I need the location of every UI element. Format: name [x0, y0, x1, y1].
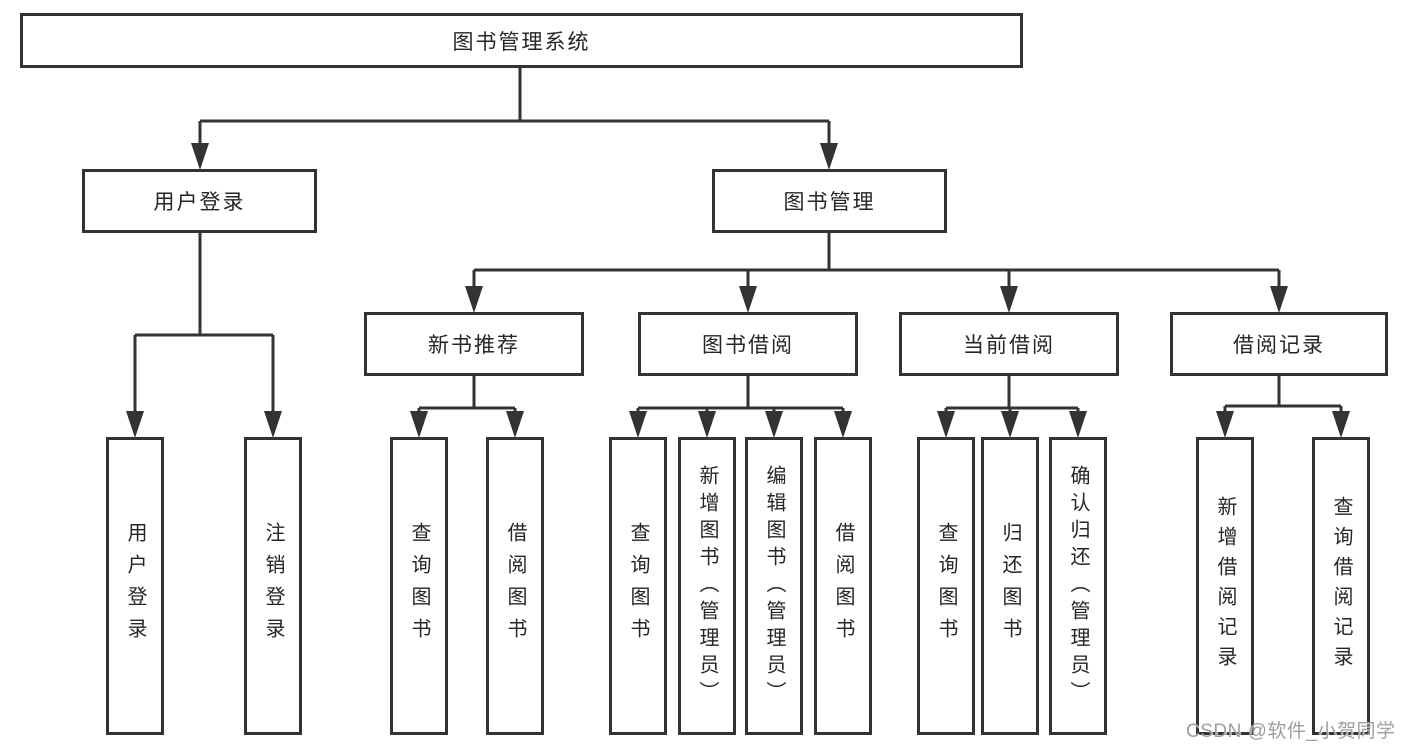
leaf-borrow-borrow-book: 借阅图书	[814, 437, 872, 735]
leaf-logout: 注销登录	[244, 437, 302, 735]
leaf-newrec-borrow-book: 借阅图书	[486, 437, 544, 735]
leaf-user-login: 用户登录	[106, 437, 164, 735]
connector-root-to-level2	[198, 68, 831, 156]
watermark: CSDN @软件_小贺同学	[1186, 721, 1396, 742]
leaf-label: 借阅图书	[504, 522, 526, 650]
leaf-current-return-book: 归还图书	[981, 437, 1039, 735]
leaf-label: 新增借阅记录	[1214, 496, 1236, 676]
node-book-borrowing: 图书借阅	[638, 312, 858, 376]
leaf-borrow-add-book-admin: 新增图书（管理员）	[678, 437, 736, 735]
leaf-borrow-edit-book-admin: 编辑图书（管理员）	[745, 437, 803, 735]
leaf-label: 查询图书	[935, 522, 957, 650]
node-new-book-recommend: 新书推荐	[364, 312, 584, 376]
node-user-login: 用户登录	[82, 169, 317, 233]
leaf-current-confirm-return-admin: 确认归还（管理员）	[1049, 437, 1107, 735]
node-book-mgmt: 图书管理	[712, 169, 947, 233]
leaf-label: 查询图书	[627, 522, 649, 650]
connector-user-login-to-leaves	[133, 233, 275, 428]
leaf-label: 确认归还（管理员）	[1067, 464, 1089, 708]
leaf-newrec-query-book: 查询图书	[390, 437, 448, 735]
leaf-label: 用户登录	[124, 522, 146, 650]
leaf-label: 编辑图书（管理员）	[763, 464, 785, 708]
leaf-label: 借阅图书	[832, 522, 854, 650]
leaf-current-query-book: 查询图书	[917, 437, 975, 735]
connector-new-rec-to-leaves	[417, 376, 517, 428]
connector-book-mgmt-to-sections	[472, 233, 1281, 303]
leaf-label: 新增图书（管理员）	[696, 464, 718, 708]
leaf-label: 注销登录	[262, 522, 284, 650]
leaf-label: 查询借阅记录	[1330, 496, 1352, 676]
leaf-borrow-query-book: 查询图书	[609, 437, 667, 735]
node-current-borrowing: 当前借阅	[899, 312, 1119, 376]
node-root: 图书管理系统	[20, 13, 1023, 68]
leaf-label: 归还图书	[999, 522, 1021, 650]
leaf-records-add-record: 新增借阅记录	[1196, 437, 1254, 735]
connector-records-to-leaves	[1223, 376, 1343, 428]
connector-book-borrow-to-leaves	[636, 376, 845, 428]
node-borrow-records: 借阅记录	[1170, 312, 1388, 376]
leaf-records-query-record: 查询借阅记录	[1312, 437, 1370, 735]
leaf-label: 查询图书	[408, 522, 430, 650]
